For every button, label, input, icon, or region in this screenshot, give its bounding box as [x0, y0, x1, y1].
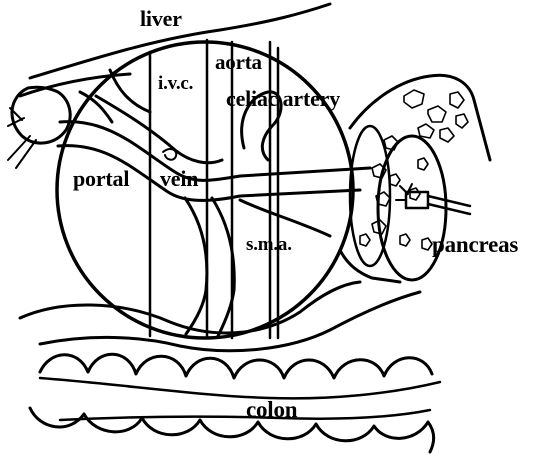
colon-upper-scallops	[40, 354, 432, 378]
sma-vessel-left	[185, 198, 207, 334]
colon-taenia	[40, 378, 440, 398]
pancreatic-duct-cannula	[396, 184, 470, 214]
label-liver: liver	[140, 8, 182, 30]
label-celiac-artery: celiac artery	[226, 88, 340, 110]
label-vein: vein	[160, 168, 198, 190]
mesentery-folds	[20, 282, 360, 333]
mesentery-lower	[40, 292, 420, 351]
colon-taenia-2	[60, 410, 430, 420]
vein-knot	[163, 149, 176, 160]
portal-vein-hilum	[96, 96, 222, 163]
colon-lower-scallops	[30, 408, 434, 452]
pancreas-body	[350, 75, 490, 160]
label-ivc: i.v.c.	[158, 74, 193, 93]
label-portal: portal	[73, 168, 129, 190]
label-colon: colon	[246, 398, 297, 421]
sma-vessel-branch	[240, 200, 330, 236]
label-pancreas: pancreas	[432, 233, 518, 256]
label-sma: s.m.a.	[246, 235, 292, 254]
label-aorta: aorta	[215, 52, 262, 73]
pancreas-lobules	[360, 90, 468, 250]
pancreas-outer-rim	[350, 126, 390, 266]
